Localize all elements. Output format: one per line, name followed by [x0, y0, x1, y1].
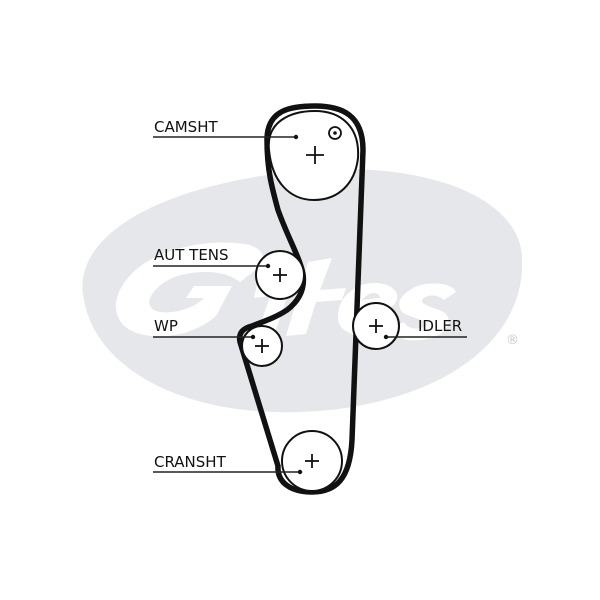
camshaft-pulley: [267, 109, 360, 202]
idler-pulley: [352, 302, 400, 350]
water-pump-pulley: [241, 325, 283, 367]
timing-mark-icon: [328, 126, 342, 140]
tensioner-label: AUT TENS: [154, 246, 229, 264]
crankshaft-label: CRANSHT: [154, 453, 227, 471]
registered-mark: ®: [506, 333, 519, 348]
camshaft-label: CAMSHT: [154, 118, 218, 136]
water-pump-label: WP: [154, 317, 178, 335]
auto-tensioner-pulley: [255, 250, 305, 300]
crankshaft-pulley: [281, 430, 343, 492]
idler-label: IDLER: [418, 317, 462, 335]
